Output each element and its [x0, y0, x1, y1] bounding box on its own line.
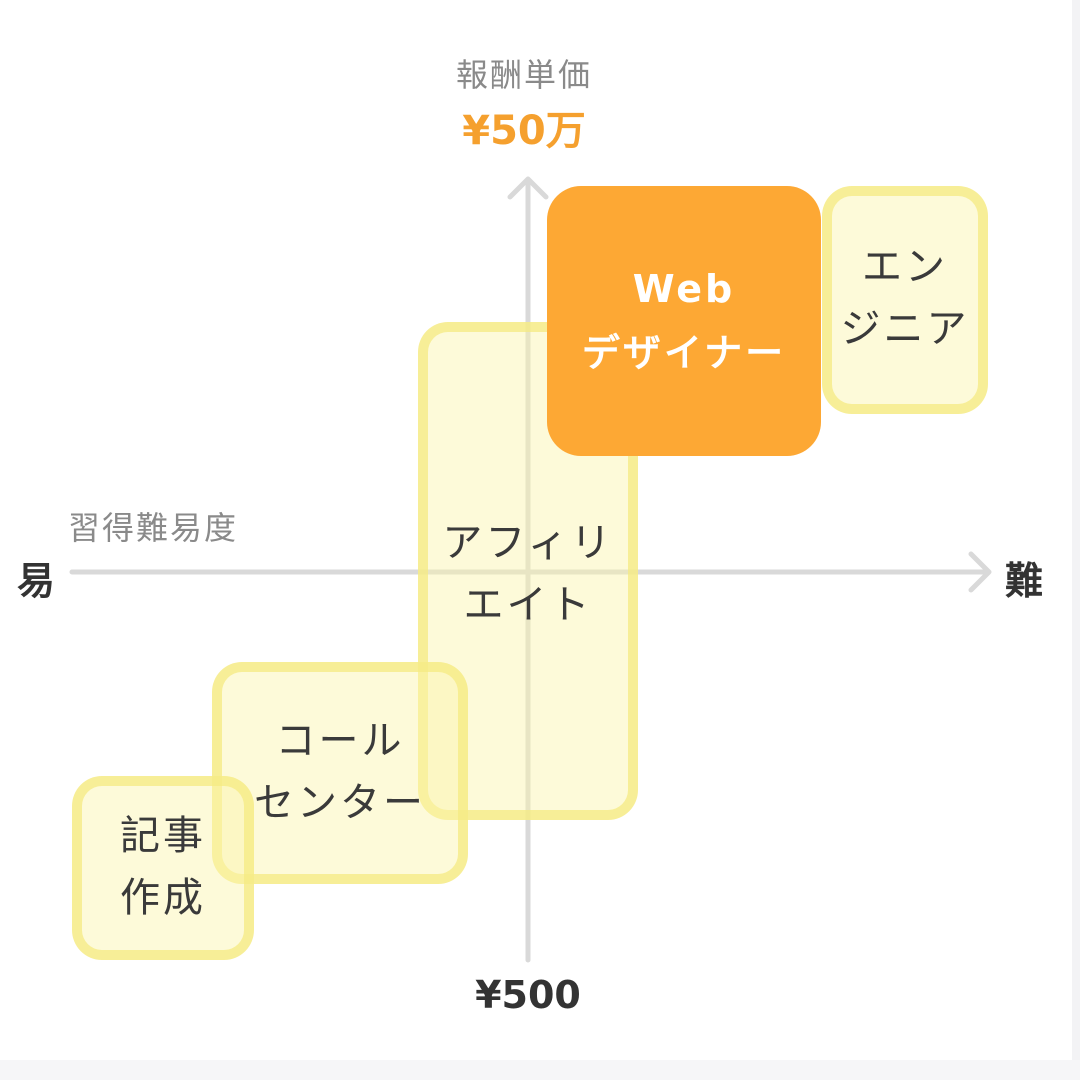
job-label-affiliate: アフィリ エイト	[418, 512, 638, 636]
y-axis-min-label: ¥500	[475, 973, 581, 1017]
job-label-line: コール	[275, 718, 405, 764]
x-axis-easy-label: 易	[16, 559, 55, 603]
job-label-engineer: エン ジニア	[822, 236, 988, 360]
y-axis-max-label: ¥50万	[462, 108, 586, 154]
job-label-line: エン	[862, 244, 948, 290]
job-label-call-center: コール センター	[212, 710, 468, 834]
job-box-web-designer: Web デザイナー	[547, 186, 821, 456]
job-label-line: 記事	[120, 813, 206, 859]
x-axis-hard-label: 難	[1004, 559, 1043, 603]
job-box-call-center	[212, 662, 468, 884]
x-axis-title: 習得難易度	[68, 509, 239, 547]
y-axis-title: 報酬単価	[455, 56, 592, 94]
job-box-engineer	[822, 186, 988, 414]
job-label-line: センター	[254, 780, 426, 826]
job-box-article-writing	[72, 776, 254, 960]
job-label-line: デザイナー	[581, 331, 787, 375]
vertical-axis-arrowhead	[507, 176, 549, 200]
job-label-line: エイト	[463, 582, 593, 628]
job-label-line: 作成	[120, 875, 206, 921]
job-label-line: Web	[632, 267, 736, 311]
right-edge-strip	[1072, 0, 1080, 1080]
bottom-edge-strip	[0, 1060, 1080, 1080]
job-label-article-writing: 記事 作成	[72, 805, 254, 929]
job-label-line: アフィリ	[442, 520, 614, 566]
job-label-line: ジニア	[840, 306, 970, 352]
horizontal-axis-arrowhead	[968, 551, 992, 593]
